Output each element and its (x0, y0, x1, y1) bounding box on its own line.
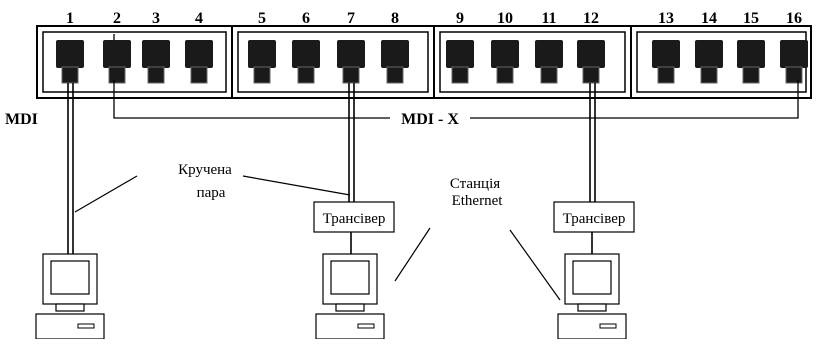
rj45-port-icon (652, 40, 680, 84)
port-label-15: 15 (743, 10, 759, 27)
rj45-port-icon (446, 40, 474, 84)
port-label-5: 5 (258, 10, 266, 27)
cable-port-7 (348, 83, 355, 202)
port-label-2: 2 (113, 10, 121, 27)
port-label-9: 9 (456, 10, 464, 27)
cable-port-1 (67, 83, 74, 258)
port-label-12: 12 (583, 10, 599, 27)
mdix-label: MDI - X (401, 111, 459, 128)
twisted-pair-pointer-2 (242, 175, 351, 196)
rj45-port-icon (381, 40, 409, 84)
mdi-label: MDI (5, 111, 38, 128)
rj45-port-icon (248, 40, 276, 84)
transceiver-right: Трансівер (553, 201, 635, 233)
hub-device (36, 25, 812, 99)
rj45-port-icon (185, 40, 213, 84)
rj45-port-icon (142, 40, 170, 84)
rj45-port-icon (292, 40, 320, 84)
station-label-2: Ethernet (452, 193, 504, 209)
cables (67, 83, 596, 258)
mdix-bus-line (113, 34, 799, 119)
rj45-port-icon (695, 40, 723, 84)
transceiver-left-label: Трансівер (323, 211, 386, 227)
port-label-7: 7 (347, 10, 355, 27)
station-label-1: Станція (450, 176, 500, 192)
port-label-13: 13 (658, 10, 674, 27)
twisted-pair-label-1: Кручена (178, 162, 232, 178)
port-label-16: 16 (786, 10, 802, 27)
port-label-4: 4 (195, 10, 203, 27)
port-label-8: 8 (391, 10, 399, 27)
computer-icon (315, 253, 385, 340)
callout-lines (74, 175, 561, 301)
rj45-port-icon (337, 40, 365, 84)
rj45-port-icon (737, 40, 765, 84)
transceiver-right-label: Трансівер (563, 211, 626, 227)
port-label-3: 3 (152, 10, 160, 27)
station-pointer-left (394, 227, 431, 282)
port-number-labels: 1 2 3 4 5 6 7 8 9 10 11 12 13 14 15 16 (66, 10, 802, 27)
port-label-10: 10 (497, 10, 513, 27)
twisted-pair-pointer (74, 175, 138, 213)
rj45-port-icon (780, 40, 808, 84)
port-label-14: 14 (701, 10, 717, 27)
cable-port-12 (589, 83, 596, 202)
hub-ports (56, 40, 808, 84)
port-label-6: 6 (302, 10, 310, 27)
rj45-port-icon (491, 40, 519, 84)
computer-icon (557, 253, 627, 340)
computer-icon (35, 253, 105, 340)
rj45-port-icon (103, 40, 131, 84)
rj45-port-icon (535, 40, 563, 84)
rj45-port-icon (577, 40, 605, 84)
rj45-port-icon (56, 40, 84, 84)
computers (35, 253, 627, 340)
port-label-1: 1 (66, 10, 74, 27)
transceiver-left: Трансівер (313, 201, 395, 233)
station-pointer-right (509, 229, 561, 301)
twisted-pair-label-2: пара (197, 185, 226, 201)
port-label-11: 11 (541, 10, 556, 27)
